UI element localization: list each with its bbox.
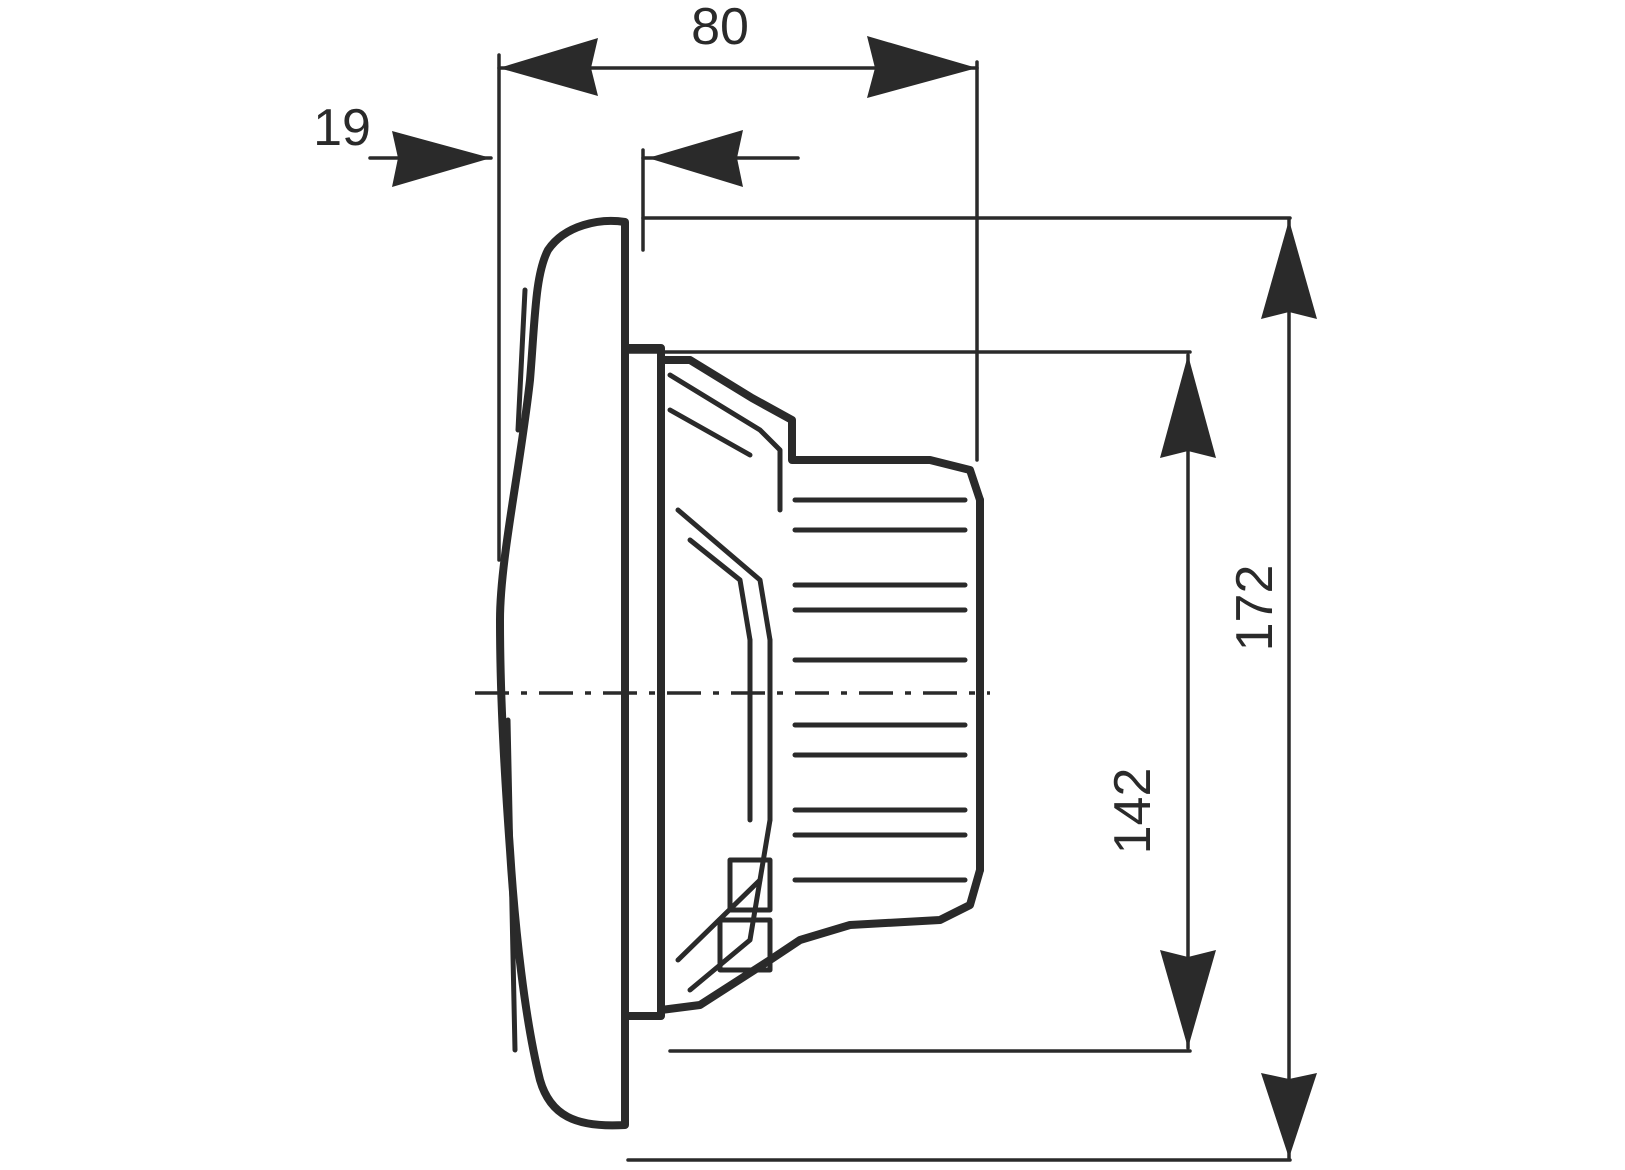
arrowhead-up xyxy=(1261,220,1317,319)
motor-ribs xyxy=(792,497,968,883)
housing-upper xyxy=(657,356,984,504)
dimension-label-inner-diameter: 142 xyxy=(1104,768,1162,855)
dimension-label-flange-offset: 19 xyxy=(313,99,371,157)
arrowhead-left xyxy=(499,38,598,96)
housing-lower xyxy=(657,866,984,1014)
dimension-overall-depth: 80 xyxy=(497,0,979,98)
front-cover xyxy=(496,216,629,1130)
arrowhead-down xyxy=(1261,1073,1317,1158)
arrowhead-left xyxy=(648,130,743,187)
arrowhead-up xyxy=(1160,355,1216,458)
mounting-plate xyxy=(621,344,665,1020)
dimension-outer-height: 172 xyxy=(1226,218,1317,1160)
extension-lines xyxy=(497,53,1292,1162)
arrowhead-right xyxy=(867,36,977,98)
dimension-flange-offset: 19 xyxy=(313,99,800,187)
arrowhead-right xyxy=(392,131,491,187)
dimension-inner-diameter: 142 xyxy=(1104,353,1216,1050)
fan-body xyxy=(496,216,984,1130)
arrowhead-down xyxy=(1160,950,1216,1048)
dimension-label-outer-height: 172 xyxy=(1226,565,1284,652)
dimension-label-overall-depth: 80 xyxy=(691,0,749,56)
